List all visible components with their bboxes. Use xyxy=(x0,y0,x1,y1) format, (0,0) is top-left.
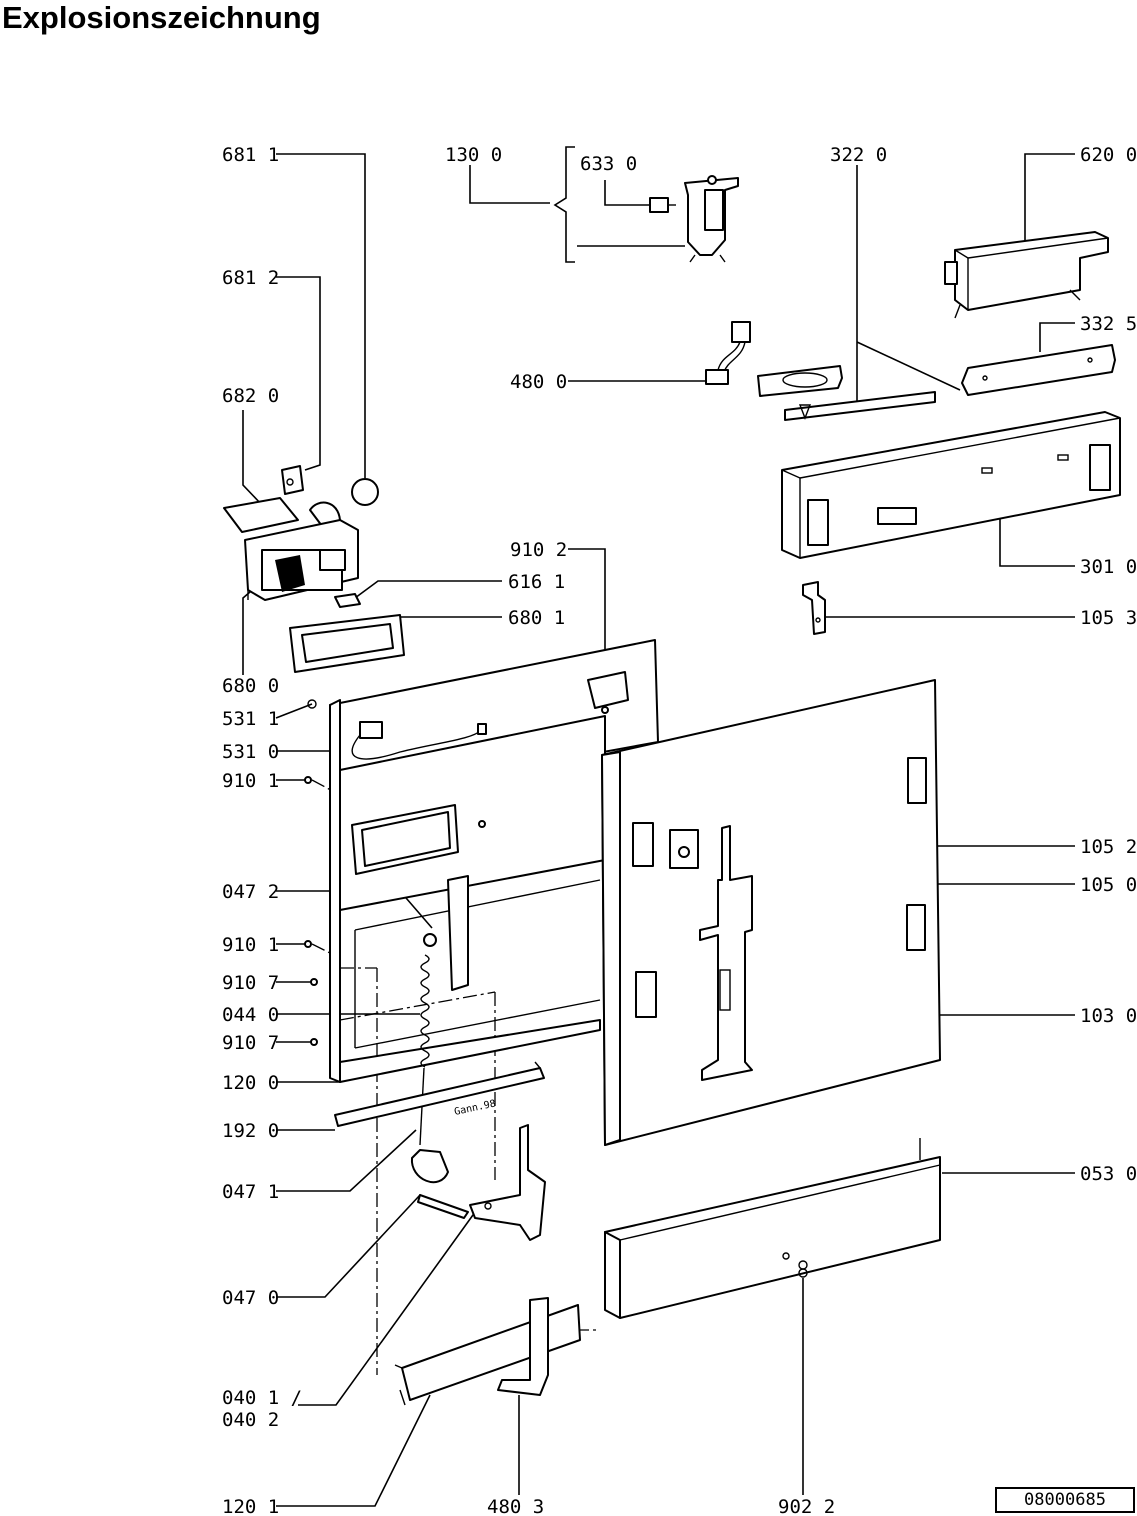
part-616-1 xyxy=(334,593,361,608)
part-label-047-1: 047 1 xyxy=(222,1181,279,1203)
part-047-0 xyxy=(417,1194,469,1219)
part-label-480-3: 480 3 xyxy=(487,1496,544,1516)
part-label-192-0: 192 0 xyxy=(222,1120,279,1142)
screws xyxy=(304,706,609,1046)
part-label-040-2: 040 2 xyxy=(222,1409,279,1431)
part-332-5 xyxy=(961,344,1116,396)
part-label-910-7a: 910 7 xyxy=(222,972,279,994)
part-label-616-1: 616 1 xyxy=(508,571,565,593)
part-label-681-1: 681 1 xyxy=(222,144,279,166)
page-title: Explosionszeichnung xyxy=(2,0,321,35)
part-120-1 xyxy=(394,1304,581,1406)
part-label-531-0: 531 0 xyxy=(222,741,279,763)
part-120-0 xyxy=(307,639,659,1083)
part-label-103-0: 103 0 xyxy=(1080,1005,1137,1027)
part-label-680-0: 680 0 xyxy=(222,675,279,697)
part-label-group: 681 1 681 2 682 0 130 0 633 0 322 0 620 0 332 5… xyxy=(222,144,1137,1516)
part-301-0 xyxy=(781,411,1121,559)
part-label-531-1: 531 1 xyxy=(222,708,279,730)
part-682-0 xyxy=(223,497,359,601)
part-label-681-2: 681 2 xyxy=(222,267,279,289)
part-681-1 xyxy=(351,478,379,506)
part-label-633-0: 633 0 xyxy=(580,153,637,175)
part-label-322-0: 322 0 xyxy=(830,144,887,166)
part-label-910-1b: 910 1 xyxy=(222,934,279,956)
part-130-0 xyxy=(684,175,739,263)
part-681-2 xyxy=(281,465,304,495)
stamp-text: Gann.98 xyxy=(453,1098,497,1118)
part-label-053-0: 053 0 xyxy=(1080,1163,1137,1185)
part-192-0 xyxy=(334,1061,545,1127)
part-053-0 xyxy=(604,1138,941,1319)
part-label-047-2: 047 2 xyxy=(222,881,279,903)
part-label-105-3: 105 3 xyxy=(1080,607,1137,629)
part-label-105-0: 105 0 xyxy=(1080,874,1137,896)
part-480-0 xyxy=(705,321,751,385)
part-label-332-5: 332 5 xyxy=(1080,313,1137,335)
part-044-0 xyxy=(419,933,437,1146)
part-label-120-0: 120 0 xyxy=(222,1072,279,1094)
part-label-120-1: 120 1 xyxy=(222,1496,279,1516)
part-105-3 xyxy=(802,581,826,635)
part-label-047-0: 047 0 xyxy=(222,1287,279,1309)
part-680-1 xyxy=(289,614,405,673)
part-label-682-0: 682 0 xyxy=(222,385,279,407)
part-label-910-2: 910 2 xyxy=(510,539,567,561)
part-902-2 xyxy=(798,1260,808,1278)
part-label-105-2: 105 2 xyxy=(1080,836,1137,858)
part-label-910-1a: 910 1 xyxy=(222,770,279,792)
part-label-910-7b: 910 7 xyxy=(222,1032,279,1054)
part-103-0 xyxy=(601,679,941,1146)
part-620-0 xyxy=(944,231,1109,319)
part-label-130-0: 130 0 xyxy=(445,144,502,166)
part-040-1 xyxy=(469,1124,546,1241)
drawing-number: 08000685 xyxy=(995,1487,1135,1513)
part-047-1 xyxy=(410,1149,449,1184)
part-480-3 xyxy=(497,1297,549,1396)
part-label-620-0: 620 0 xyxy=(1080,144,1137,166)
part-label-480-0: 480 0 xyxy=(510,371,567,393)
part-label-301-0: 301 0 xyxy=(1080,556,1137,578)
part-322-0 xyxy=(757,365,936,421)
part-label-680-1: 680 1 xyxy=(508,607,565,629)
part-label-044-0: 044 0 xyxy=(222,1004,279,1026)
part-label-902-2: 902 2 xyxy=(778,1496,835,1516)
part-label-040-1: 040 1 / xyxy=(222,1387,302,1409)
part-633-0 xyxy=(649,197,676,213)
